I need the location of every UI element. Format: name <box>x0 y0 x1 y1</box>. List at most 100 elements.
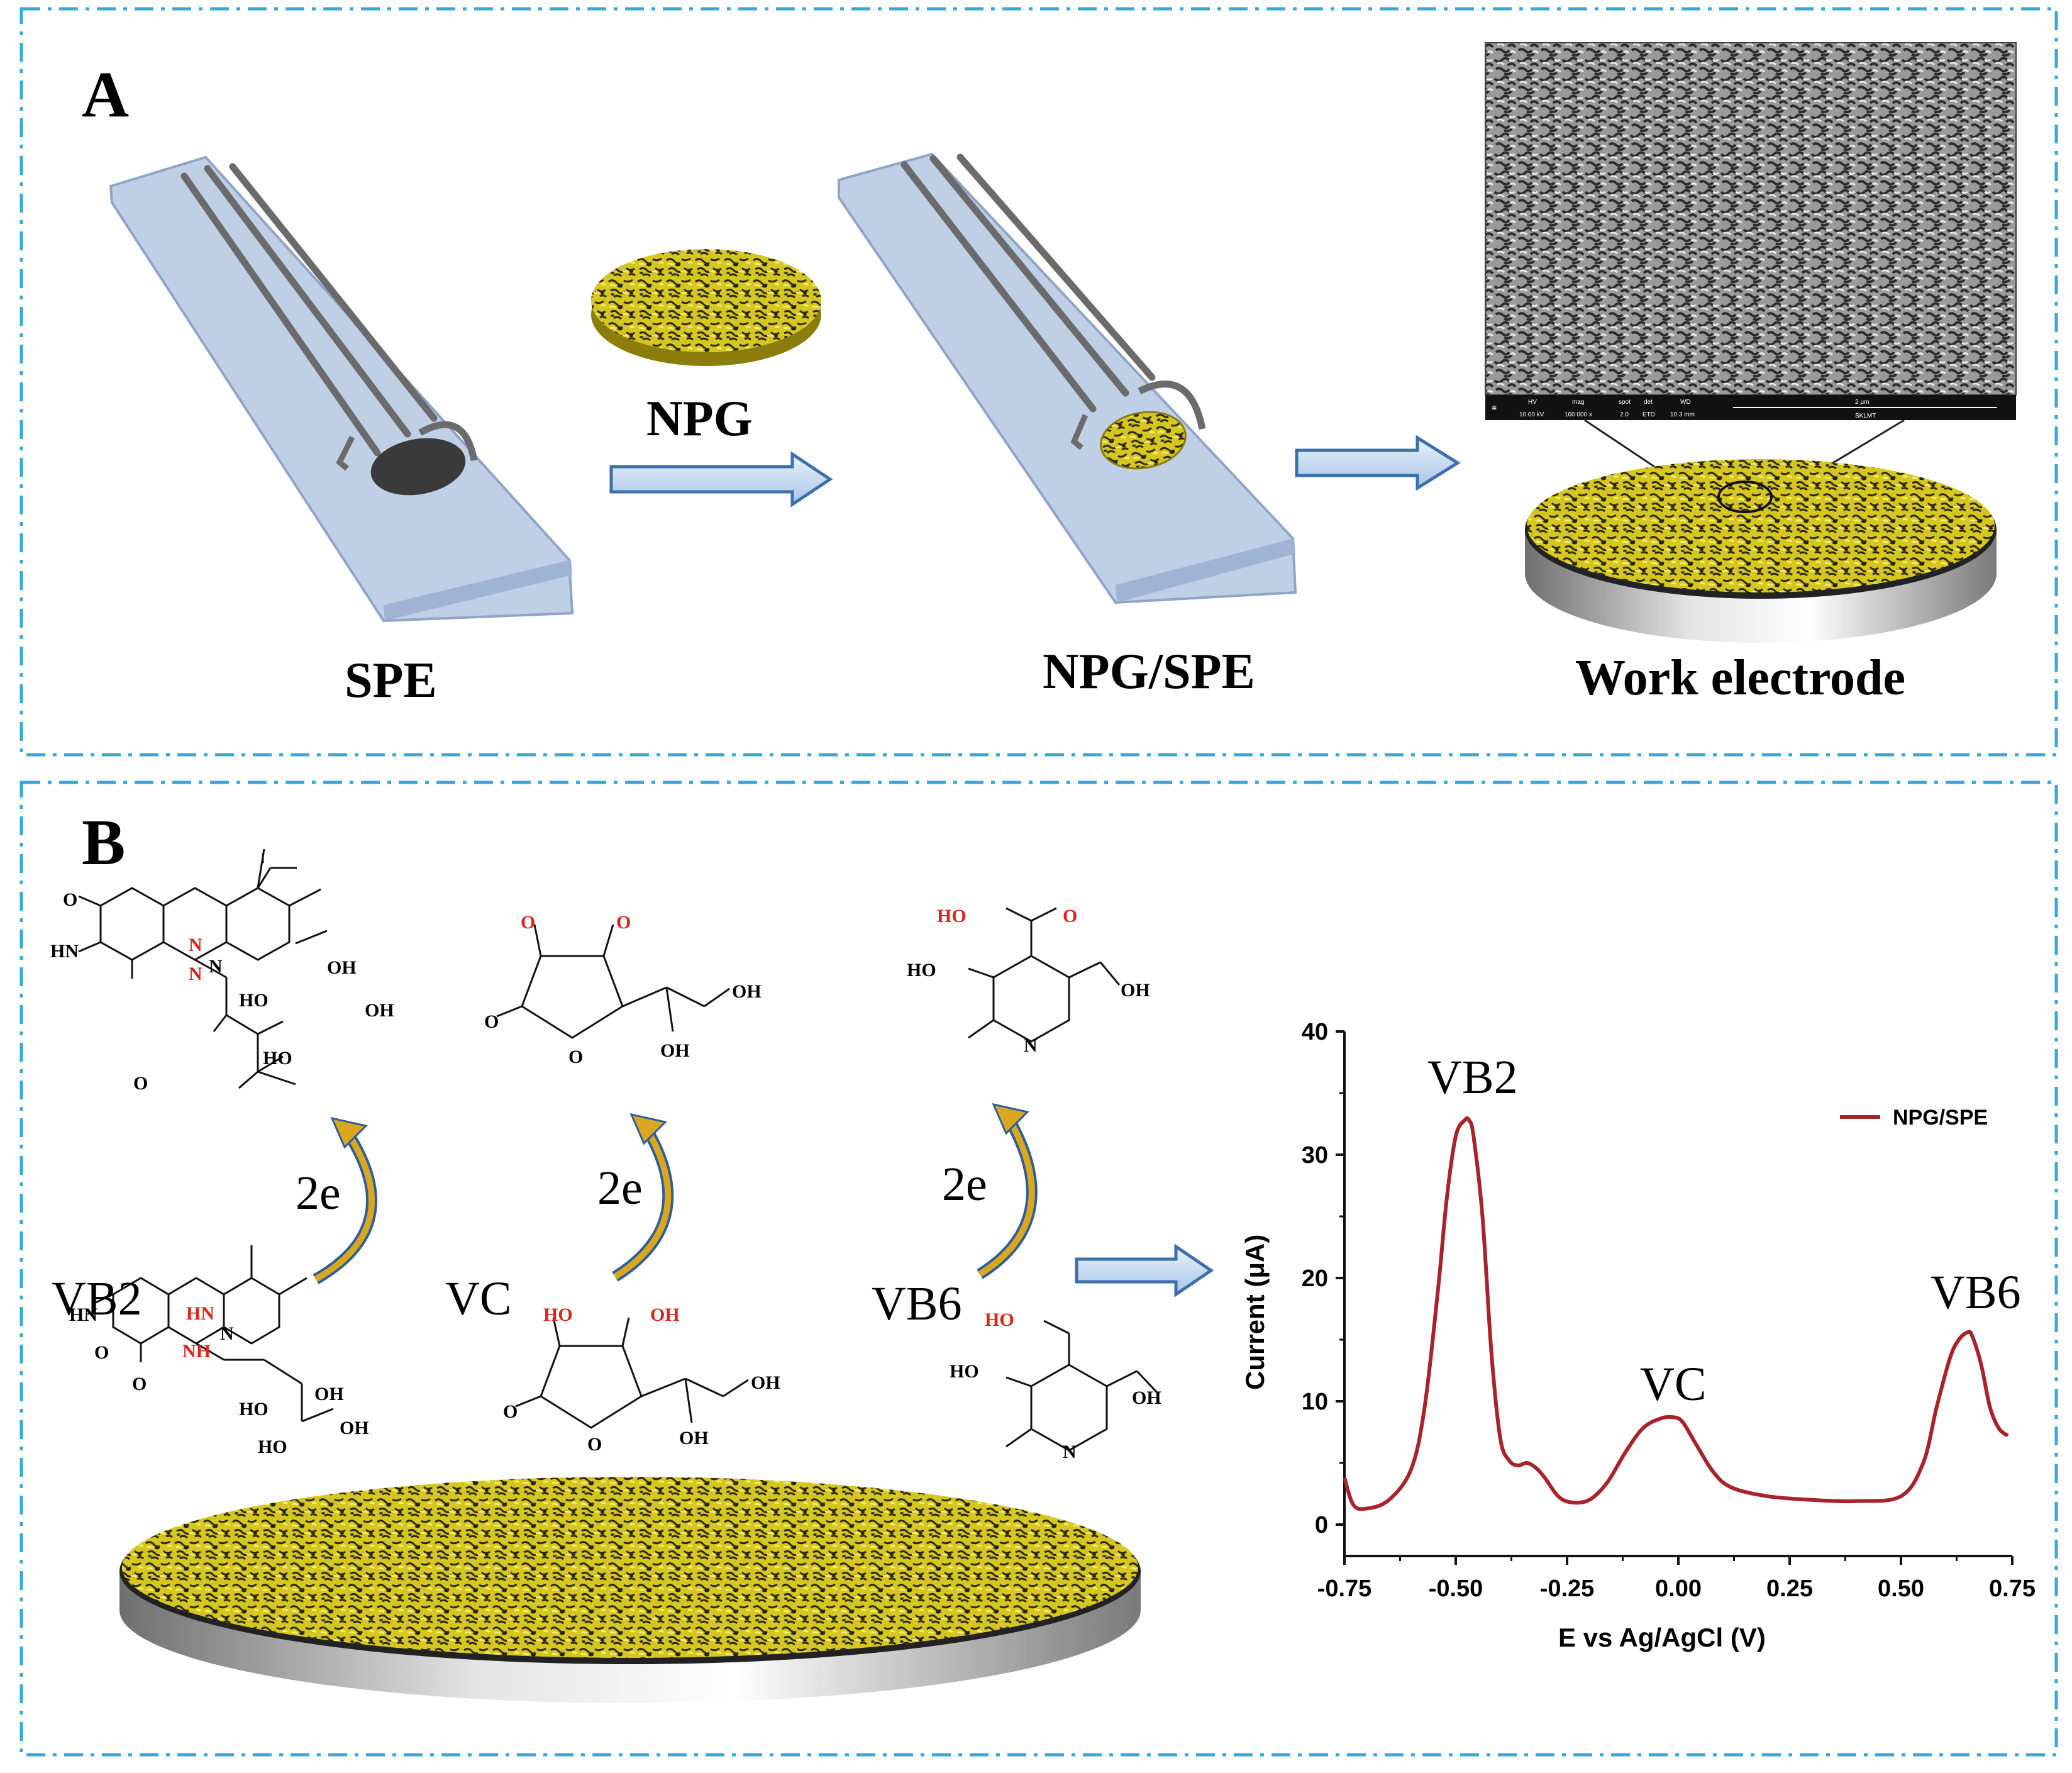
spe-track-1 <box>180 172 381 457</box>
svg-text:100 000 x: 100 000 x <box>1565 411 1592 418</box>
svg-text:OH: OH <box>340 1418 369 1438</box>
work-electrode <box>1525 459 1997 643</box>
work-electrode-label: Work electrode <box>1575 650 1905 706</box>
work-zoom-circle <box>1717 481 1773 513</box>
svg-text:✲: ✲ <box>1492 405 1497 412</box>
svg-text:HO: HO <box>985 1309 1014 1330</box>
panel-b: B O O HN N N N OH HO O <box>19 781 2058 1757</box>
riboflavin-oxidized <box>78 848 328 1089</box>
chart-x-tick-label: 0.25 <box>1766 1576 1813 1602</box>
spe-disk <box>370 438 466 496</box>
svg-text:N: N <box>1024 1035 1038 1056</box>
svg-text:ETD: ETD <box>1643 411 1655 418</box>
chart-x-tick-label: -0.50 <box>1429 1576 1483 1602</box>
svg-text:mag: mag <box>1572 399 1584 406</box>
svg-text:10.3 mm: 10.3 mm <box>1670 411 1695 418</box>
svg-text:det: det <box>1644 399 1653 406</box>
peak-label-vb6: VB6 <box>1931 1266 2021 1319</box>
arrow-to-chart <box>1075 1243 1214 1298</box>
chart-x-tick-label: 0.50 <box>1878 1576 1924 1602</box>
electron-label-vc: 2e <box>597 1162 643 1214</box>
vc-label: VC <box>445 1272 512 1325</box>
svg-text:OH: OH <box>327 957 357 978</box>
svg-text:O: O <box>503 1401 518 1422</box>
pyridoxic-acid <box>968 907 1121 1043</box>
svg-text:HO: HO <box>263 1048 292 1069</box>
chart-x-tick-label: 0.00 <box>1655 1576 1702 1602</box>
svg-text:O: O <box>1063 906 1077 926</box>
curved-arrow-vc <box>612 1113 674 1282</box>
svg-text:NH: NH <box>182 1341 211 1362</box>
chart-y-tick-label: 30 <box>1302 1142 1328 1169</box>
svg-text:HV: HV <box>1528 399 1537 406</box>
chart-y-tick-label: 10 <box>1302 1389 1328 1415</box>
curved-arrow-vb2 <box>313 1116 378 1284</box>
svg-text:N: N <box>189 964 202 984</box>
spe-track-2 <box>204 165 411 438</box>
curved-arrow-vb6 <box>977 1103 1038 1279</box>
chart-ticks: -0.75 -0.50 -0.25 0.00 0.25 0.50 0.75 0 10 20 30 40 <box>1302 1019 2036 1602</box>
svg-text:O: O <box>484 1011 499 1032</box>
svg-text:HO: HO <box>239 1399 269 1420</box>
svg-text:O: O <box>133 1073 148 1094</box>
svg-text:N: N <box>189 935 202 955</box>
svg-text:O: O <box>616 912 631 933</box>
svg-text:WD: WD <box>1680 399 1691 406</box>
vb6-label: VB6 <box>872 1277 962 1330</box>
chart-series-line-npg-spe <box>1343 1116 2009 1511</box>
svg-text:O: O <box>94 1342 109 1363</box>
svg-text:HO: HO <box>543 1304 573 1325</box>
npg-electrode-disk <box>119 1477 1141 1703</box>
sem-image: ✲ HV 10.00 kV mag 100 000 x spot 2.0 det… <box>1485 42 2017 420</box>
chart-x-tick-label: 0.75 <box>1989 1576 2036 1602</box>
svg-text:OH: OH <box>650 1304 680 1325</box>
panel-a: A SPE NPG <box>19 7 2058 757</box>
svg-text:O: O <box>63 889 77 910</box>
npg-spe-label: NPG/SPE <box>1043 644 1255 699</box>
svg-text:N: N <box>220 1323 234 1344</box>
pyridoxine <box>1006 1320 1158 1452</box>
svg-text:HO: HO <box>950 1361 979 1382</box>
npg-spe-gold-disk <box>1100 411 1187 470</box>
svg-text:HO: HO <box>239 990 269 1011</box>
svg-text:OH: OH <box>1132 1387 1161 1408</box>
dpv-chart: -0.75 -0.50 -0.25 0.00 0.25 0.50 0.75 0 10 20 30 40… <box>1240 1019 2036 1652</box>
svg-text:OH: OH <box>314 1384 344 1404</box>
riboflavin-reduced <box>94 1245 334 1423</box>
svg-text:O: O <box>521 912 535 933</box>
electron-label-vb2: 2e <box>296 1167 341 1220</box>
svg-text:HN: HN <box>69 1304 97 1325</box>
panel-b-letter: B <box>82 806 125 879</box>
npg-disk <box>591 249 821 366</box>
chart-y-tick-label: 40 <box>1302 1019 1328 1045</box>
svg-text:OH: OH <box>679 1428 709 1448</box>
svg-text:2 μm: 2 μm <box>1855 399 1869 406</box>
npg-spe-electrode <box>838 152 1297 604</box>
peak-label-vb2: VB2 <box>1427 1051 1518 1104</box>
chart-x-tick-label: -0.25 <box>1540 1576 1595 1602</box>
spe-label: SPE <box>345 653 437 708</box>
chart-x-tick-label: -0.75 <box>1317 1576 1372 1602</box>
svg-text:SKLMT: SKLMT <box>1855 413 1876 420</box>
arrow-spe-to-npgspe <box>609 451 833 508</box>
svg-text:OH: OH <box>751 1372 780 1393</box>
chart-y-tick-label: 0 <box>1315 1512 1328 1538</box>
svg-text:OH: OH <box>365 1000 394 1021</box>
svg-text:HO: HO <box>937 906 967 926</box>
vb2-label: VB2 <box>52 1272 142 1325</box>
svg-text:HO: HO <box>907 960 936 981</box>
panel-a-letter: A <box>82 58 129 131</box>
svg-text:N: N <box>209 956 223 977</box>
ascorbic-acid <box>515 1317 749 1429</box>
npg-label: NPG <box>646 391 753 447</box>
legend-label: NPG/SPE <box>1893 1106 1988 1130</box>
arrow-npgspe-to-work <box>1295 435 1461 491</box>
svg-text:HN: HN <box>186 1303 214 1324</box>
chart-ylabel: Current (μA) <box>1240 1235 1270 1390</box>
chart-y-tick-label: 20 <box>1302 1265 1328 1292</box>
svg-text:HN: HN <box>50 941 79 962</box>
svg-text:OH: OH <box>1121 980 1150 1001</box>
dehydroascorbic-acid <box>496 924 730 1039</box>
electron-label-vb6: 2e <box>942 1158 987 1211</box>
